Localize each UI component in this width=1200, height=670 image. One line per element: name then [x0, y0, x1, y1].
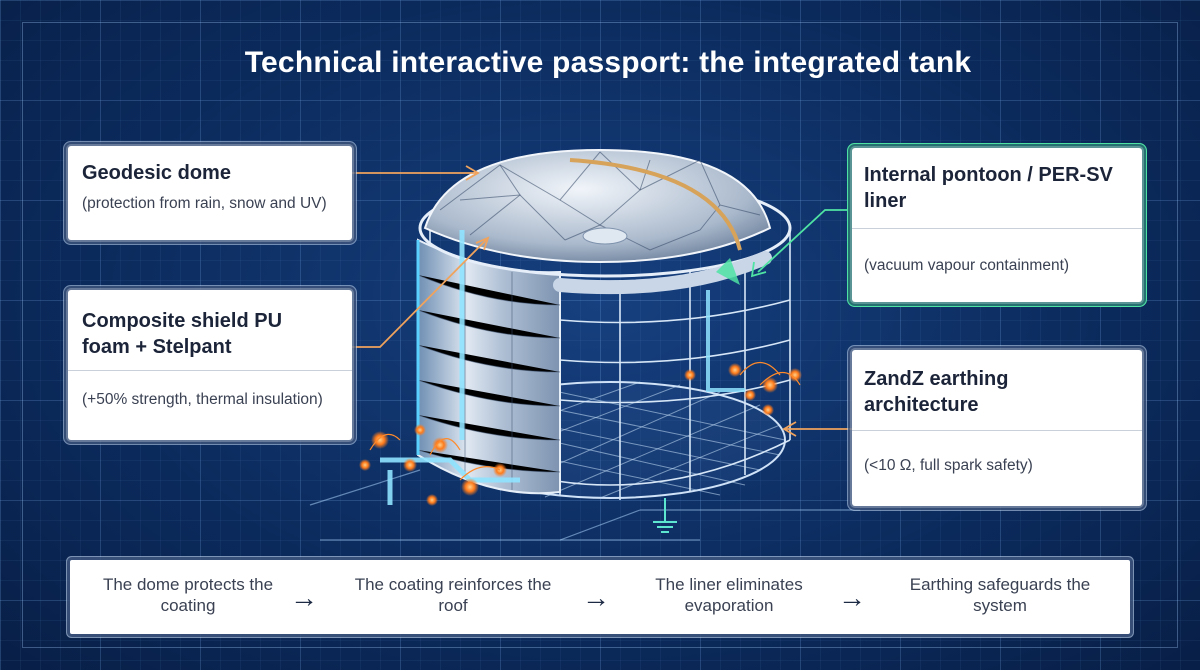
tank-shell-cladding — [416, 238, 561, 495]
callout-detail: (protection from rain, snow and UV) — [82, 195, 327, 212]
foundation-lines — [309, 469, 860, 541]
flow-step-coating: The coating reinforces the roof — [354, 575, 552, 615]
page-title: Technical interactive passport: the inte… — [244, 46, 972, 79]
callout-heading: Internal pontoon / PER-SV liner — [864, 164, 1113, 212]
flow-step-dome: The dome protects the coating — [102, 575, 274, 615]
callout-line-pontoon — [750, 209, 848, 278]
ground-symbol-icon — [653, 498, 677, 533]
callout-zandz-earthing: ZandZ earthing architecture (<10 Ω, full… — [852, 350, 1142, 506]
callout-heading: ZandZ earthing architecture — [864, 368, 1009, 416]
callout-internal-pontoon: Internal pontoon / PER-SV liner (vacuum … — [852, 148, 1142, 302]
pontoon-marker-icon — [716, 258, 740, 285]
callout-detail: (vacuum vapour containment) — [864, 257, 1070, 274]
callout-divider — [852, 430, 1142, 431]
callout-heading: Composite shield PU foam + Stelpant — [82, 310, 283, 358]
spark-cluster-right — [684, 361, 802, 416]
flow-step-earthing: Earthing safeguards the system — [909, 575, 1091, 615]
callout-composite-shield: Composite shield PU foam + Stelpant (+50… — [68, 290, 352, 440]
callout-line-dome — [352, 165, 480, 181]
geodesic-dome — [423, 148, 772, 264]
process-flow-strip: The dome protects the coating → The coat… — [70, 560, 1130, 634]
callout-divider — [68, 370, 352, 371]
callout-heading: Geodesic dome — [82, 162, 231, 184]
callout-detail: (+50% strength, thermal insulation) — [82, 391, 323, 408]
flow-step-liner: The liner eliminates evaporation — [655, 575, 803, 615]
arrow-right-icon: → — [838, 582, 866, 613]
callout-line-shield — [352, 236, 490, 348]
spark-cluster-left — [359, 424, 507, 506]
callout-line-earthing — [782, 421, 852, 437]
pontoon-ring — [553, 251, 772, 295]
callout-detail: (<10 Ω, full spark safety) — [864, 457, 1033, 474]
callout-divider — [852, 228, 1142, 229]
arrow-right-icon: → — [582, 582, 610, 613]
callout-geodesic-dome: Geodesic dome (protection from rain, sno… — [68, 146, 352, 240]
arrow-right-icon: → — [290, 582, 318, 613]
piping-right — [706, 290, 745, 392]
